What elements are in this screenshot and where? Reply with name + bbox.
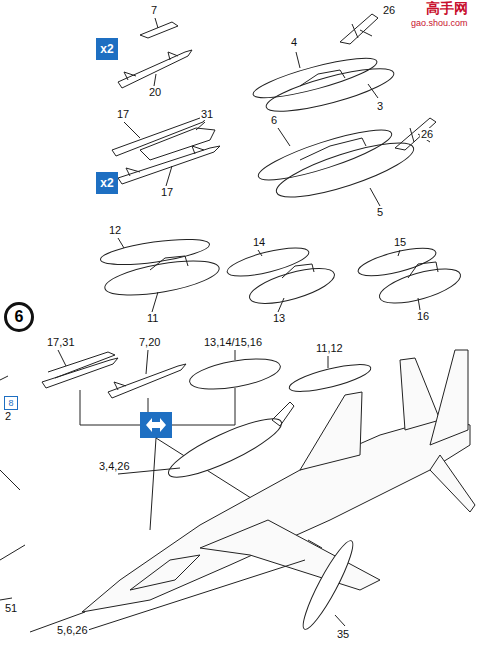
part-number: 2 xyxy=(4,410,12,422)
watermark: 高手网 xyxy=(425,0,469,16)
part-number: 5,6,26 xyxy=(56,624,89,636)
part-number: 31 xyxy=(200,108,214,120)
node-text: x2 xyxy=(100,42,113,56)
part-number: 12 xyxy=(108,224,122,236)
part-number: 35 xyxy=(336,628,350,640)
part-number: 26 xyxy=(382,4,396,16)
part-number: 4 xyxy=(290,36,298,48)
part-number: 3,4,26 xyxy=(98,460,131,472)
node-text: x2 xyxy=(100,176,113,190)
part-number: 3 xyxy=(376,100,384,112)
part-number: 17 xyxy=(160,186,174,198)
node-text: 6 xyxy=(15,308,24,326)
part-number: 15 xyxy=(393,236,407,248)
part-number: 17 xyxy=(116,108,130,120)
part-number: 13 xyxy=(272,312,286,324)
part-number: 7 xyxy=(150,4,158,16)
watermark: gao.shou.com xyxy=(410,18,469,28)
part-number: 5 xyxy=(376,206,384,218)
part-number: 26 xyxy=(420,128,434,140)
quantity-badge: x2 xyxy=(96,172,118,194)
part-number: 16 xyxy=(416,310,430,322)
step-number: 6 xyxy=(4,302,34,332)
part-number: 14 xyxy=(252,236,266,248)
part-number: 51 xyxy=(4,602,18,614)
part-number: 11 xyxy=(146,312,159,324)
quantity-badge: x2 xyxy=(96,38,118,60)
part-number: 7,20 xyxy=(138,336,161,348)
part-number: 13,14/15,16 xyxy=(203,336,263,348)
part-number: 11,12 xyxy=(315,342,344,354)
part-number: 20 xyxy=(148,86,162,98)
part-number: 17,31 xyxy=(46,336,76,348)
node-text: 8 xyxy=(8,398,13,408)
part-number: 6 xyxy=(270,114,278,126)
reference-box: 8 xyxy=(4,396,18,410)
